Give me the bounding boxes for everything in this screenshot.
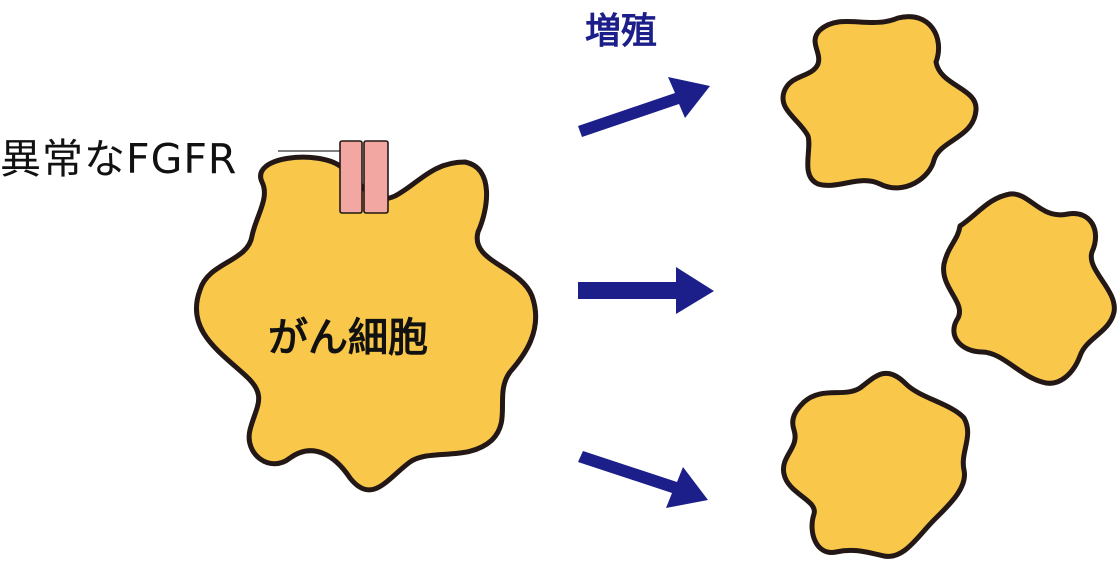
receptor-label: 異常なFGFR [0,135,238,183]
daughter-cell-bottom [781,370,971,559]
arrow-up-right [578,77,710,137]
proliferation-label: 増殖 [585,11,658,52]
cancer-cell [193,154,539,493]
receptor-bar-right [363,140,389,214]
arrow-right [578,267,714,314]
arrow-down-right [578,451,708,508]
cancer-cell-label: がん細胞 [268,315,428,361]
receptor-bar-left [339,140,363,214]
daughter-cell-top [780,14,979,191]
daughter-cell-middle [941,191,1117,386]
